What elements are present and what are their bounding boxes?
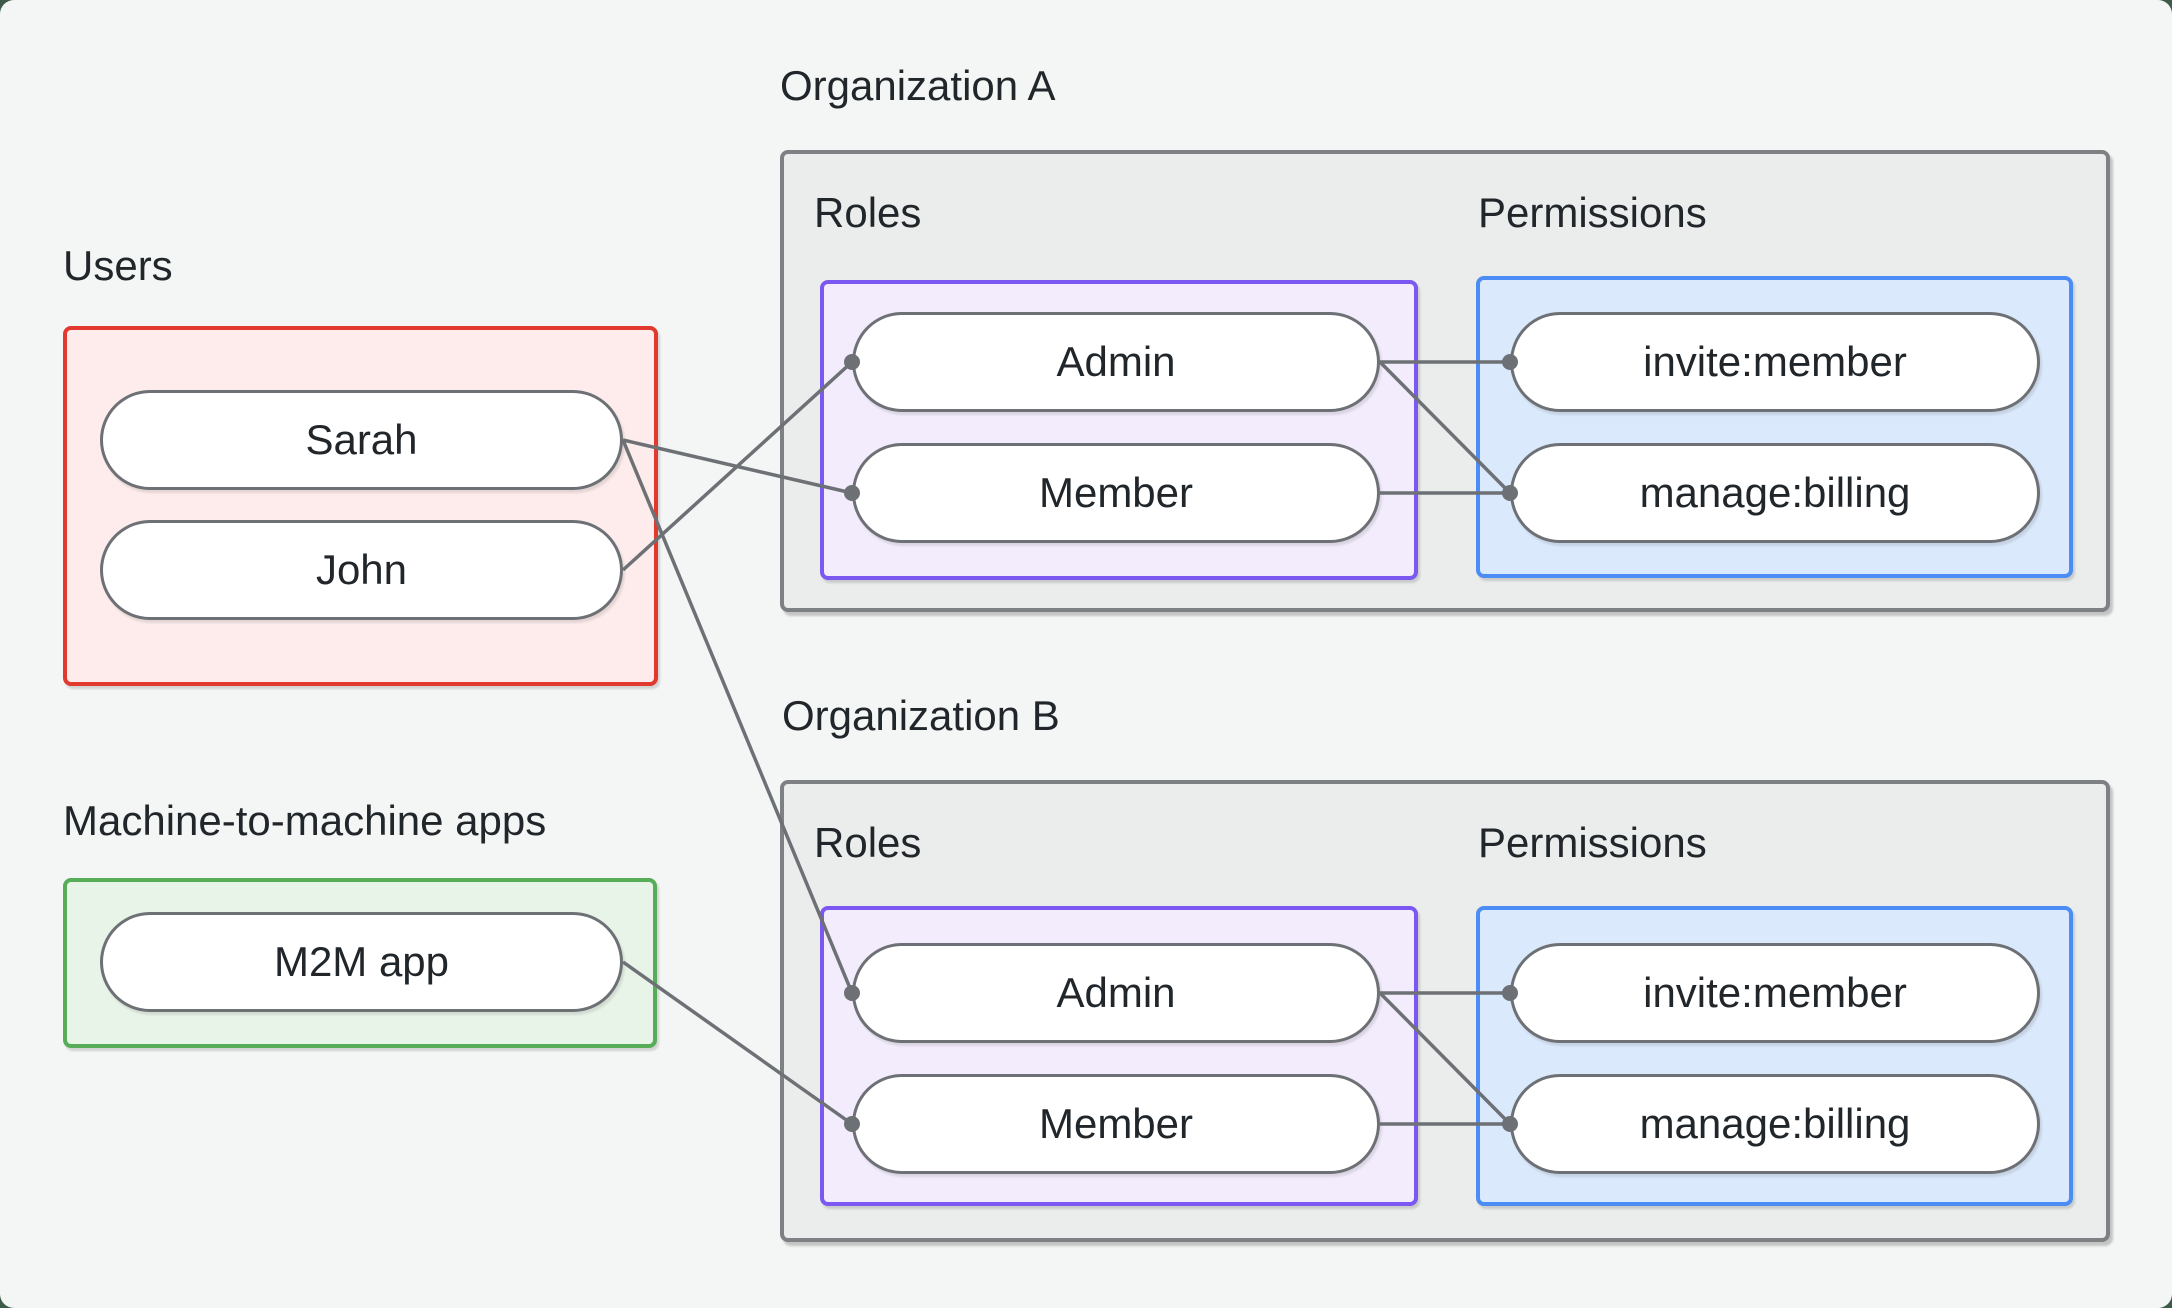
user-node-john: John <box>100 520 623 620</box>
org-a-roles-label: Roles <box>814 189 922 236</box>
org-b-permission-invite-member: invite:member <box>1510 943 2040 1043</box>
org-b-role-member: Member <box>852 1074 1380 1174</box>
org-b-permissions-label: Permissions <box>1478 819 1707 866</box>
org-a-role-admin: Admin <box>852 312 1380 412</box>
org-a-title: Organization A <box>780 62 1056 109</box>
user-node-sarah: Sarah <box>100 390 623 490</box>
org-a-permission-manage-billing: manage:billing <box>1510 443 2040 543</box>
org-b-role-admin: Admin <box>852 943 1380 1043</box>
org-a-permissions-label: Permissions <box>1478 189 1707 236</box>
users-group-label: Users <box>63 242 173 289</box>
org-b-permission-manage-billing: manage:billing <box>1510 1074 2040 1174</box>
org-a-permission-invite-member: invite:member <box>1510 312 2040 412</box>
users-group-box <box>63 326 658 686</box>
m2m-group-label: Machine-to-machine apps <box>63 797 547 844</box>
org-b-title: Organization B <box>782 692 1060 739</box>
m2m-app-node: M2M app <box>100 912 623 1012</box>
org-b-roles-label: Roles <box>814 819 922 866</box>
org-a-role-member: Member <box>852 443 1380 543</box>
